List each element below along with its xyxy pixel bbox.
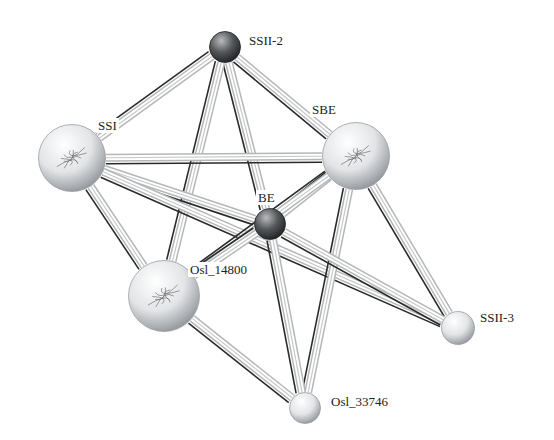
interaction-line bbox=[281, 232, 443, 325]
protein-structure bbox=[57, 147, 87, 168]
protein-node: SSII-3 bbox=[441, 311, 475, 345]
node-label: Osl_14800 bbox=[188, 262, 249, 277]
sphere-shape bbox=[39, 125, 106, 192]
sphere-shape bbox=[442, 312, 475, 345]
sphere-shape bbox=[323, 123, 390, 190]
sphere-shape bbox=[290, 393, 321, 424]
interaction-line bbox=[86, 186, 144, 269]
protein-node: BE bbox=[254, 208, 286, 240]
interaction-line bbox=[190, 171, 329, 275]
interaction-line bbox=[188, 318, 292, 402]
sphere bbox=[254, 208, 286, 240]
sphere bbox=[289, 392, 321, 424]
protein-structure bbox=[341, 145, 371, 166]
sphere bbox=[322, 122, 390, 190]
protein-node: SSII-2 bbox=[209, 31, 241, 63]
sphere-shape bbox=[255, 209, 286, 240]
node-label: Osl_33746 bbox=[329, 394, 390, 409]
interaction-line bbox=[106, 156, 322, 164]
sphere bbox=[441, 311, 475, 345]
node-label: SSII-2 bbox=[247, 33, 285, 48]
node-label: SSI bbox=[96, 118, 119, 133]
protein-node: SSI bbox=[38, 124, 106, 192]
protein-structure bbox=[148, 285, 179, 307]
interaction-line bbox=[223, 63, 266, 210]
interaction-line bbox=[267, 240, 302, 394]
interaction-line bbox=[96, 52, 212, 138]
protein-node: Osl_33746 bbox=[289, 392, 321, 424]
protein-node: SBE bbox=[322, 122, 390, 190]
sphere bbox=[209, 31, 241, 63]
node-label: BE bbox=[256, 190, 277, 205]
interaction-line bbox=[302, 188, 349, 392]
sphere-shape bbox=[210, 32, 241, 63]
protein-node: Osl_14800 bbox=[128, 260, 200, 332]
sphere bbox=[38, 124, 106, 192]
node-label: SBE bbox=[310, 102, 338, 117]
node-label: SSII-3 bbox=[478, 310, 516, 325]
